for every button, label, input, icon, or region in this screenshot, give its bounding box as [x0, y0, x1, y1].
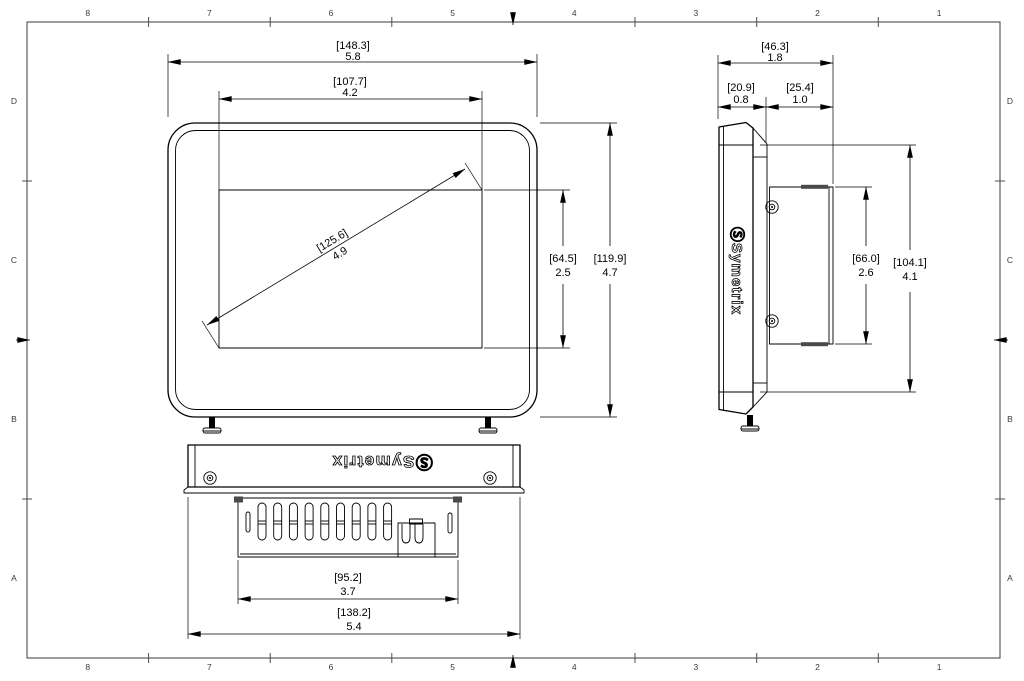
- dim-text-mm: [119.9]: [594, 253, 627, 265]
- bottom-connector: [397, 518, 436, 558]
- zone-col-label: 2: [815, 8, 820, 18]
- dim-text-inch: 2.6: [858, 267, 873, 279]
- dim-text-mm: [25.4]: [786, 82, 814, 94]
- dim-text-mm: [107.7]: [333, 76, 367, 88]
- front-bezel-outer: [167, 122, 538, 418]
- bottom-screw-right: [483, 471, 497, 485]
- side-screw-bottom: [765, 314, 779, 328]
- dim-depth-rear: [25.4] 1.0: [765, 82, 834, 110]
- dim-text-inch: 1.8: [767, 52, 782, 64]
- side-screw-top: [765, 200, 779, 214]
- zone-row-label: C: [11, 255, 17, 265]
- dim-text-inch: 2.5: [555, 267, 570, 279]
- dim-rear-box-height: [66.0] 2.6: [835, 186, 880, 345]
- dim-front-width: [148.3] 5.8: [167, 40, 538, 117]
- zone-col-label: 5: [450, 8, 455, 18]
- zone-col-label: 4: [572, 662, 577, 672]
- vent-slots: [257, 502, 393, 541]
- dim-depth-total: [46.3] 1.8: [717, 41, 834, 184]
- zone-col-label: 6: [329, 8, 334, 18]
- dim-text-inch: 4.7: [602, 267, 617, 279]
- zone-col-label: 5: [450, 662, 455, 672]
- front-screen: [218, 189, 483, 349]
- dim-text-inch: 4.1: [902, 271, 917, 283]
- dim-text-inch: 5.8: [345, 51, 360, 63]
- dim-text-inch: 1.0: [792, 94, 807, 106]
- side-rear-box: [769, 186, 834, 345]
- dim-depth-front: [20.9] 0.8: [717, 82, 767, 143]
- dim-text-mm: [46.3]: [761, 41, 789, 53]
- zone-row-label: D: [1007, 96, 1013, 106]
- zone-col-label: 7: [207, 8, 212, 18]
- dim-text-inch: 4.2: [342, 87, 357, 99]
- dim-text-mm: [138.2]: [337, 607, 371, 619]
- brand-logo: ⓈSymetrix: [728, 227, 746, 315]
- front-foot-left: [202, 416, 222, 434]
- front-foot-right: [478, 416, 498, 434]
- zone-row-label: B: [11, 414, 17, 424]
- dim-body-width: [138.2] 5.4: [187, 497, 521, 639]
- dim-front-height: [119.9] 4.7: [540, 122, 627, 418]
- zone-row-label: D: [11, 96, 17, 106]
- bottom-rear-box: [237, 497, 459, 558]
- side-mount-clip-bottom: [801, 342, 828, 347]
- zone-col-label: 3: [694, 662, 699, 672]
- zone-row-label: A: [1007, 573, 1013, 583]
- bottom-panel-lip: [183, 486, 525, 494]
- dim-text-mm: [148.3]: [336, 40, 370, 52]
- dim-screen-diagonal: [125.6] 4.9: [201, 162, 483, 349]
- dim-text-inch: 4.9: [330, 245, 349, 263]
- bottom-side-slot-right: [447, 512, 453, 534]
- dim-text-mm: [104.1]: [893, 257, 927, 269]
- brand-logo: ⓈSymetrix: [331, 452, 432, 472]
- zone-col-label: 1: [937, 662, 942, 672]
- logo-text: Symetrix: [728, 243, 745, 315]
- logo-mark-icon: Ⓢ: [728, 227, 746, 243]
- dim-screen-height: [64.5] 2.5: [484, 189, 577, 349]
- front-view: [148.3] 5.8 [107.7] 4.2 [125.6] 4.9: [167, 40, 627, 434]
- side-logo: ⓈSymetrix: [728, 226, 747, 315]
- bottom-view: ⓈSymetrix [95.2: [183, 444, 525, 639]
- zone-ticks: [22, 17, 1005, 663]
- dim-mount-height: [104.1] 4.1: [760, 144, 927, 393]
- zone-row-label: B: [1007, 414, 1013, 424]
- zone-col-label: 8: [85, 662, 90, 672]
- zone-col-label: 4: [572, 8, 577, 18]
- zone-col-label: 6: [329, 662, 334, 672]
- bottom-screw-left: [203, 471, 217, 485]
- bottom-clip-right: [453, 496, 462, 503]
- side-mount-clip-top: [801, 184, 828, 189]
- zone-col-label: 7: [207, 662, 212, 672]
- zone-labels: 8 7 6 5 4 3 2 1 8 7 6 5 4 3 2 1 D C B A …: [11, 8, 1013, 672]
- bottom-logo: ⓈSymetrix: [331, 452, 433, 473]
- dim-text-inch: 5.4: [346, 621, 361, 633]
- dim-text-mm: [66.0]: [852, 253, 880, 265]
- dim-text-mm: [64.5]: [549, 253, 577, 265]
- zone-center-arrows: [16, 12, 1008, 668]
- zone-row-label: C: [1007, 255, 1013, 265]
- front-bezel-inner: [175, 130, 530, 410]
- zone-row-label: A: [11, 573, 17, 583]
- bottom-side-slot-left: [245, 511, 251, 533]
- dim-text-inch: 0.8: [733, 94, 748, 106]
- dim-text-mm: [20.9]: [727, 82, 755, 94]
- dim-text-inch: 3.7: [340, 586, 355, 598]
- logo-text: Symetrix: [331, 452, 414, 471]
- zone-col-label: 3: [694, 8, 699, 18]
- logo-mark-icon: Ⓢ: [414, 452, 432, 472]
- zone-col-label: 1: [937, 8, 942, 18]
- dim-rear-box-width: [95.2] 3.7: [237, 560, 459, 604]
- sheet-border-rect: [26, 21, 1001, 659]
- side-foot: [740, 414, 760, 432]
- zone-col-label: 2: [815, 662, 820, 672]
- zone-col-label: 8: [85, 8, 90, 18]
- sheet-frame: 8 7 6 5 4 3 2 1 8 7 6 5 4 3 2 1 D C B A …: [11, 8, 1013, 672]
- bottom-clip-left: [234, 496, 243, 503]
- dim-screen-width: [107.7] 4.2: [218, 76, 483, 190]
- side-view: [46.3] 1.8 [20.9] 0.8 [25.4] 1.0 [66.0] …: [717, 41, 927, 432]
- dim-text-mm: [95.2]: [334, 572, 362, 584]
